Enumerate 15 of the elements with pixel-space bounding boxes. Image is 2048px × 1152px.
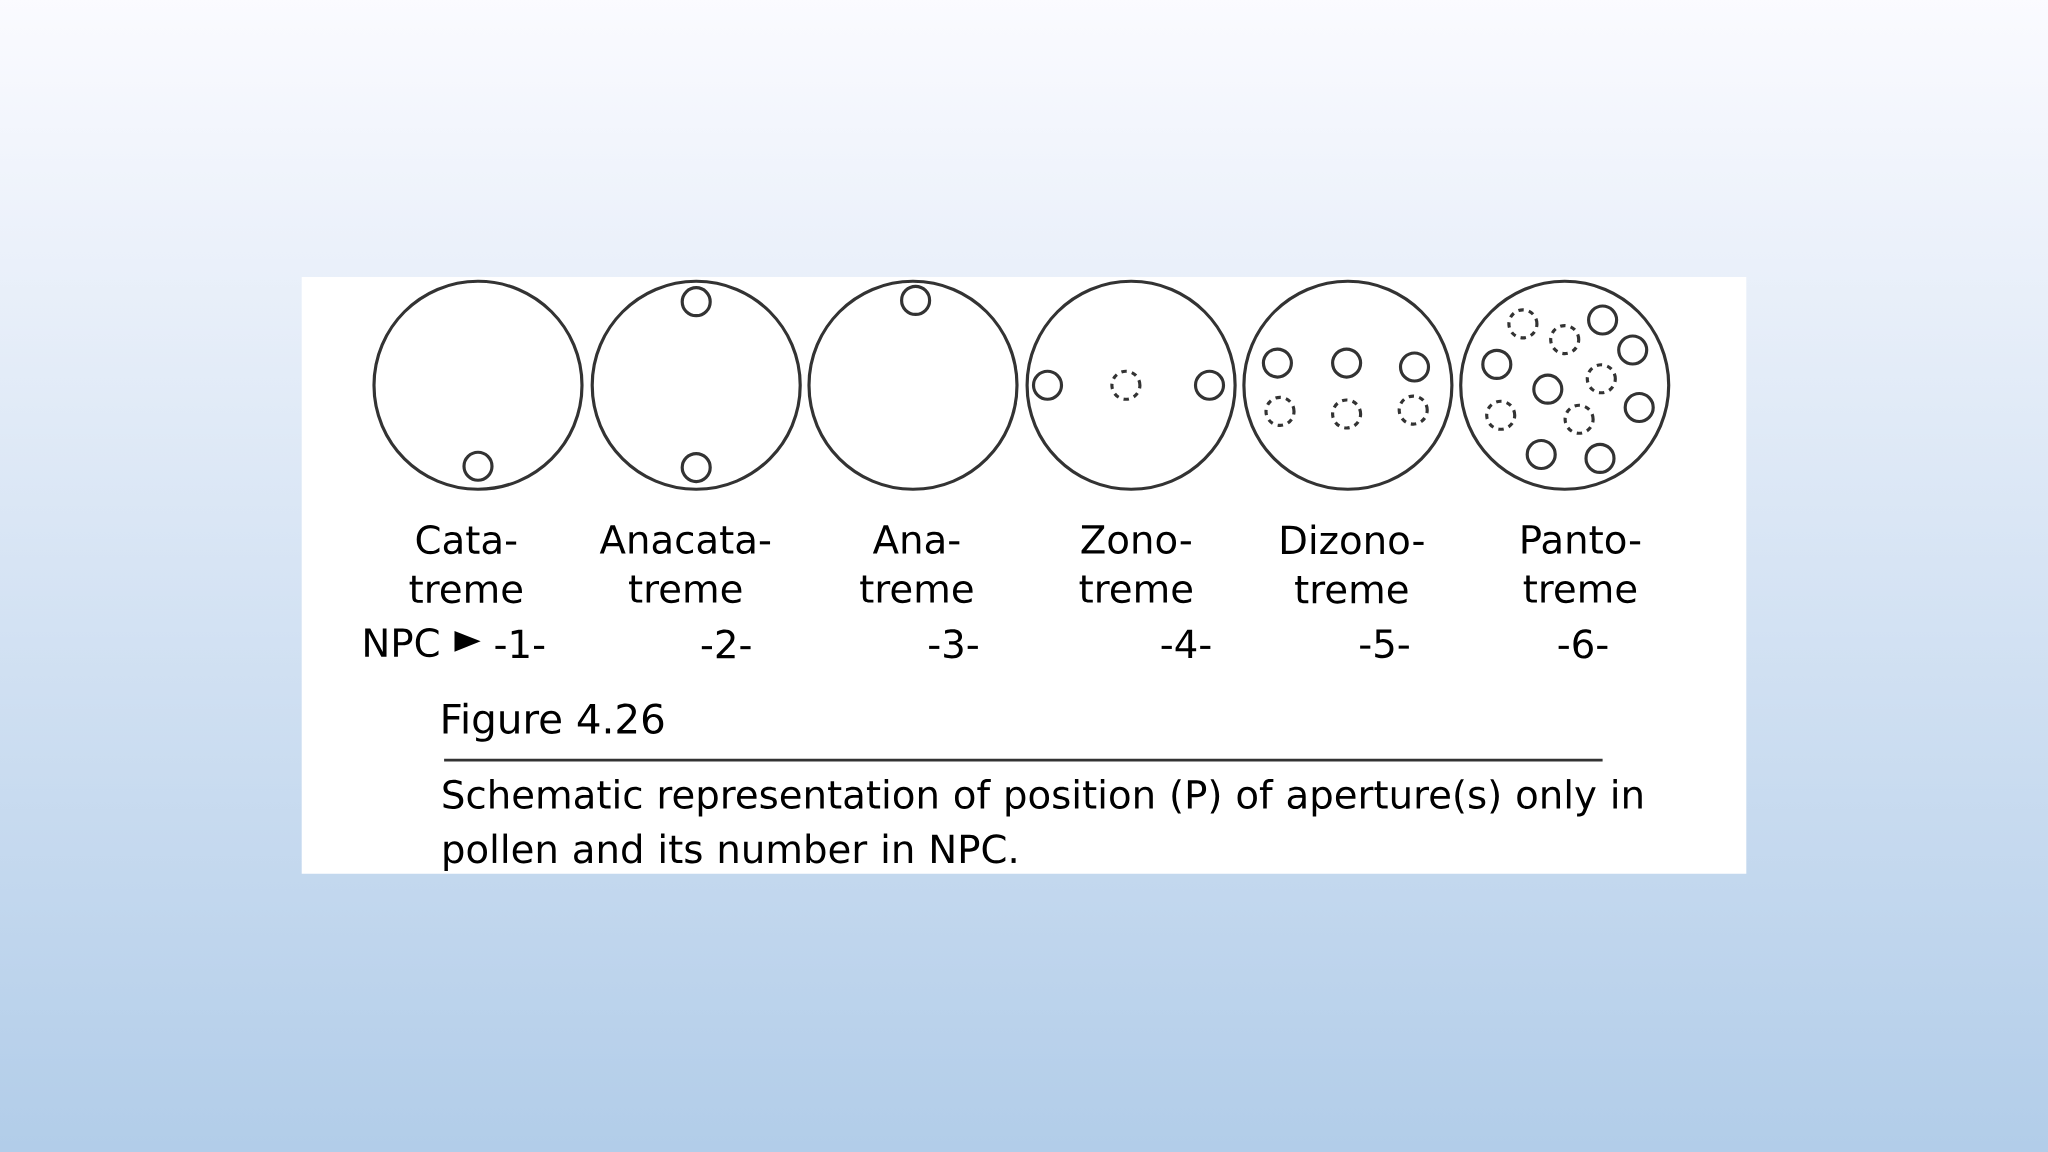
type-label: Anacata- treme xyxy=(599,525,771,604)
npc-label: NPC xyxy=(365,628,439,658)
number-label: -4- xyxy=(1161,629,1211,658)
number-label: -2- xyxy=(701,629,751,659)
number-label: -5- xyxy=(1360,629,1409,659)
figure-title: Figure 4.26 xyxy=(443,702,664,742)
number-label: -6- xyxy=(1558,629,1608,659)
type-label: Cata- treme xyxy=(409,525,522,604)
number-label: -3- xyxy=(929,629,978,659)
type-label: Panto- treme xyxy=(1522,525,1641,604)
type-label: Dizono- treme xyxy=(1281,524,1424,604)
number-label: -1- xyxy=(495,629,545,658)
type-label: Ana- treme xyxy=(860,525,973,604)
figure-caption: Schematic representation of position (P) of aperture(s) only in pollen and its number in NPC. xyxy=(443,779,1642,871)
type-label: Zono- treme xyxy=(1079,525,1192,604)
